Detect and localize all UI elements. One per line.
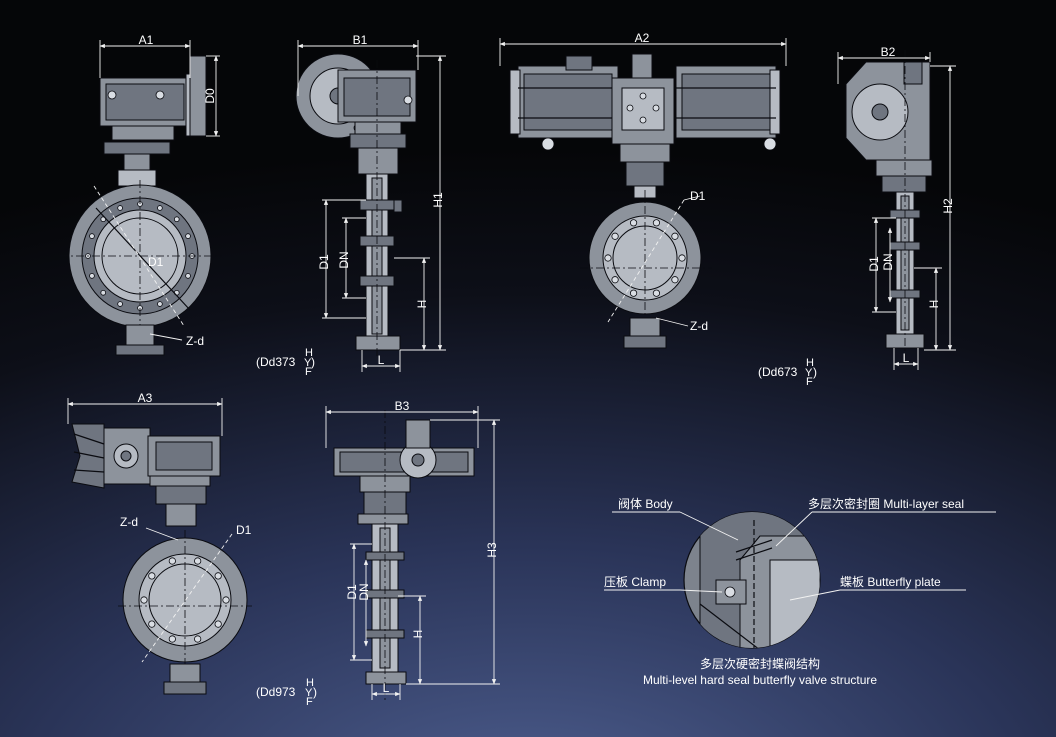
flange-bolt-hole [611, 276, 619, 284]
flange-bolt-hole [652, 219, 661, 227]
dim-d1-fig2: D1 [317, 254, 331, 270]
dim-l-fig6: L [383, 681, 390, 695]
dim-dn-fig6: DN [357, 583, 371, 600]
dim-h3: H3 [485, 542, 499, 558]
fig4-pneumatic-actuator-side [837, 50, 956, 370]
model-dd673-y: Y [805, 367, 813, 379]
model-dd373-close: ) [311, 355, 315, 369]
flange-bolt-hole [604, 254, 612, 262]
flange-bolt-hole [611, 232, 619, 240]
dim-a3: A3 [138, 391, 153, 405]
model-dd973-y: Y [305, 687, 313, 699]
flange-bolt-hole [629, 289, 638, 297]
fig5-bolt-circle [140, 557, 230, 643]
seal-detail-view [604, 511, 996, 649]
flange-bolt-hole [652, 289, 661, 297]
dim-d1-fig1: D1 [148, 255, 164, 269]
dim-d1-fig4: D1 [867, 256, 881, 272]
flange-bolt-hole [214, 620, 222, 628]
flange-bolt-hole [678, 254, 686, 262]
model-dd673-close: ) [813, 365, 817, 379]
model-dd673-f: F [806, 376, 813, 388]
flange-bolt-hole [100, 289, 107, 296]
fig3-bolt-circle [604, 219, 686, 297]
flange-bolt-hole [168, 557, 176, 565]
flange-bolt-hole [222, 596, 230, 604]
dim-d1-fig5: D1 [236, 523, 252, 537]
dim-h1: H1 [431, 192, 445, 208]
dim-d0: D0 [203, 88, 217, 104]
flange-bolt-hole [185, 233, 191, 239]
flange-bolt-hole [117, 205, 123, 211]
dim-h-fig4: H [927, 300, 941, 309]
dim-dn-fig4: DN [881, 253, 895, 270]
model-dd373-h: H [305, 347, 313, 359]
callout-clamp: 压板 Clamp [604, 575, 666, 589]
dim-b3: B3 [395, 399, 410, 413]
caption-cn: 多层次硬密封蝶阀结构 [700, 656, 820, 671]
fig5-electric-actuator-front [67, 398, 252, 695]
model-dd673-h: H [806, 357, 814, 369]
flange-bolt-hole [89, 273, 95, 279]
fig1-worm-gear-front [60, 40, 222, 356]
model-dd973-h: H [306, 677, 314, 689]
flange-bolt-hole [173, 216, 180, 223]
dim-dn-fig2: DN [337, 251, 351, 268]
flange-bolt-hole [89, 233, 95, 239]
fig3-pneumatic-actuator-front [499, 38, 787, 349]
flange-bolt-hole [148, 620, 156, 628]
dim-a1: A1 [139, 33, 154, 47]
flange-bolt-hole [157, 205, 163, 211]
flange-bolt-hole [671, 232, 679, 240]
flange-bolt-hole [194, 635, 202, 643]
flange-bolt-hole [168, 635, 176, 643]
dim-zd-fig1: Z-d [186, 334, 204, 348]
model-dd973-f: F [306, 696, 313, 708]
flange-bolt-hole [148, 572, 156, 580]
flange-bolt-hole [117, 301, 123, 307]
flange-bolt-hole [140, 596, 148, 604]
callout-butterfly-plate: 蝶板 Butterfly plate [840, 574, 941, 589]
dim-h2: H2 [941, 198, 955, 214]
model-dd973-close: ) [313, 685, 317, 699]
flange-bolt-hole [629, 219, 638, 227]
dim-b1: B1 [353, 33, 368, 47]
flange-bolt-hole [214, 572, 222, 580]
fig6-electric-actuator-side [325, 406, 500, 700]
model-dd373-f: F [305, 366, 312, 378]
dim-l-fig4: L [903, 351, 910, 365]
model-dd973: (Dd973 [256, 685, 296, 699]
fig2-worm-gear-side [295, 40, 446, 372]
flange-bolt-hole [157, 301, 163, 307]
flange-bolt-hole [671, 276, 679, 284]
dim-l-fig2: L [378, 353, 385, 367]
dim-zd-fig3: Z-d [690, 319, 708, 333]
dim-h-fig2: H [415, 300, 429, 309]
dim-d1-fig3: D1 [690, 189, 706, 203]
model-dd373-y: Y [304, 357, 312, 369]
flange-bolt-hole [194, 557, 202, 565]
dim-zd-fig5: Z-d [120, 515, 138, 529]
caption-en: Multi-level hard seal butterfly valve st… [643, 673, 877, 687]
callout-multi-layer-seal: 多层次密封圈 Multi-layer seal [808, 496, 964, 511]
flange-bolt-hole [185, 273, 191, 279]
dim-b2: B2 [881, 45, 896, 59]
model-dd373: (Dd373 [256, 355, 296, 369]
dim-h-fig6: H [411, 630, 425, 639]
dim-d1-fig6: D1 [345, 584, 359, 600]
dim-a2: A2 [635, 31, 650, 45]
model-dd673: (Dd673 [758, 365, 798, 379]
callout-body: 阀体 Body [618, 497, 673, 511]
